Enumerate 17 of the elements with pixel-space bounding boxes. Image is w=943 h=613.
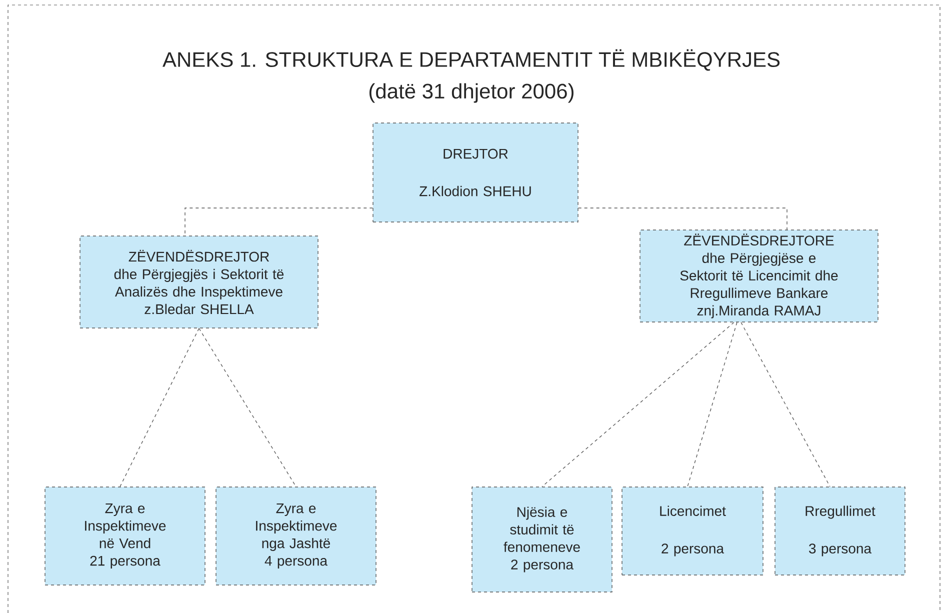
unit-box: Rregullimet 3 persona bbox=[774, 486, 906, 576]
unit-box: Zyra e Inspektimeve nga Jashtë 4 persona bbox=[216, 486, 376, 586]
unit-box: ZËVENDËSDREJTORE dhe Përgjegjëse e Sektorit të Licencimit dhe Rregullimeve Bankare znj.Miranda RAMAJ bbox=[640, 230, 878, 322]
connector-line bbox=[542, 322, 734, 487]
unit-box: DREJTOR Z.Klodion SHEHU bbox=[372, 122, 578, 222]
connector-line bbox=[198, 328, 296, 487]
unit-box: Licencimet 2 persona bbox=[622, 486, 764, 576]
unit-box: ZËVENDËSDREJTOR dhe Përgjegjës i Sektorit të Analizës dhe Inspektimeve z.Bledar SHELLA bbox=[80, 236, 318, 328]
connector-line bbox=[687, 322, 738, 487]
connector-line bbox=[578, 208, 788, 230]
date-subtitle: (datë 31 dhjetor 2006) bbox=[369, 83, 574, 103]
unit-box: Zyra e Inspektimeve në Vend 21 persona bbox=[44, 486, 206, 586]
unit-box: Njësia e studimit të fenomeneve 2 persona bbox=[472, 486, 612, 592]
connector-line bbox=[120, 328, 200, 487]
connector-line bbox=[184, 208, 373, 236]
title: ANEKS 1. STRUKTURA E DEPARTAMENTIT TË MBIKËQYRJES bbox=[162, 49, 780, 71]
connector-line bbox=[740, 322, 830, 487]
